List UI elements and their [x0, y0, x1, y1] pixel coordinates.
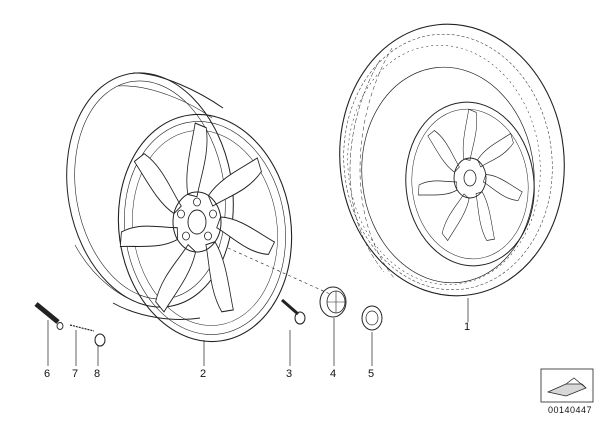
callout-hubcap: 4	[330, 368, 336, 380]
leader-lines	[47, 298, 469, 366]
direction-arrow-icon	[540, 368, 594, 403]
tire-assembly	[339, 23, 565, 297]
rim-assembly	[66, 72, 293, 343]
valve-core	[69, 324, 95, 332]
emblem	[361, 305, 383, 331]
callout-bolt: 3	[286, 368, 292, 380]
callout-valve: 6	[44, 368, 50, 380]
valve-cap	[94, 333, 106, 347]
callout-rim: 2	[200, 368, 206, 380]
hubcap	[319, 286, 347, 318]
part-number: 00140447	[548, 405, 592, 415]
callout-valve-core: 7	[72, 368, 78, 380]
callout-emblem: 5	[368, 368, 374, 380]
callout-valve-cap: 8	[94, 368, 100, 380]
valve-stem	[34, 302, 64, 330]
wheel-bolt	[281, 298, 306, 325]
callout-tire: 1	[464, 321, 470, 333]
